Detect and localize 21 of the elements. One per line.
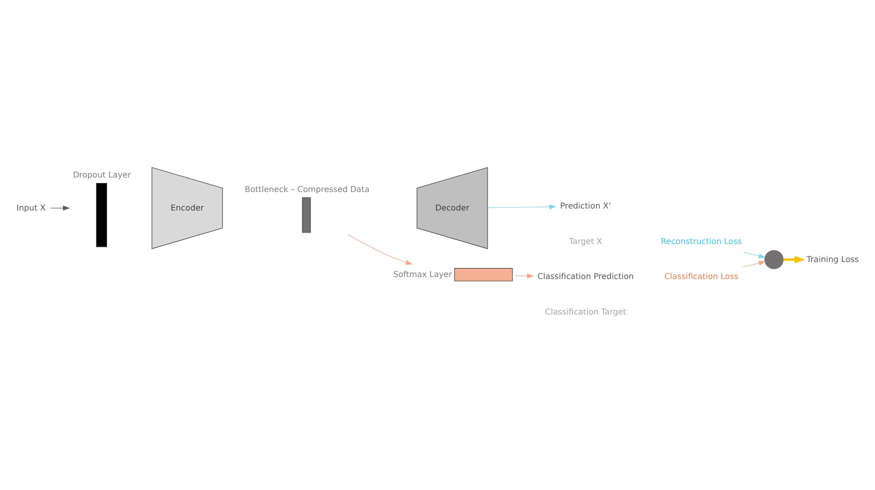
node-text: Prediction X’ <box>560 200 612 211</box>
arrow <box>348 234 413 265</box>
node-text: Input X <box>16 202 46 212</box>
node-box: Encoder <box>152 167 223 250</box>
node-box: Decoder <box>416 167 488 250</box>
node-text: Classification Prediction <box>537 271 634 282</box>
node-text: Training Loss <box>806 254 859 264</box>
node-text: Classification Target <box>545 306 626 316</box>
node-text: Reconstruction Loss <box>660 236 742 246</box>
arrow <box>742 260 766 268</box>
node-text: Classification Loss <box>664 271 738 282</box>
arrow <box>50 206 70 211</box>
arrow <box>514 274 534 278</box>
node-text: Target X <box>569 236 602 246</box>
arrow <box>487 204 556 210</box>
arrow <box>783 256 806 264</box>
arrow <box>743 252 766 258</box>
node-circle <box>764 250 784 270</box>
node-label: Dropout Layer <box>72 170 131 180</box>
node-label: Softmax Layer <box>393 268 452 279</box>
node-label: Bottleneck – Compressed Data <box>244 184 370 194</box>
